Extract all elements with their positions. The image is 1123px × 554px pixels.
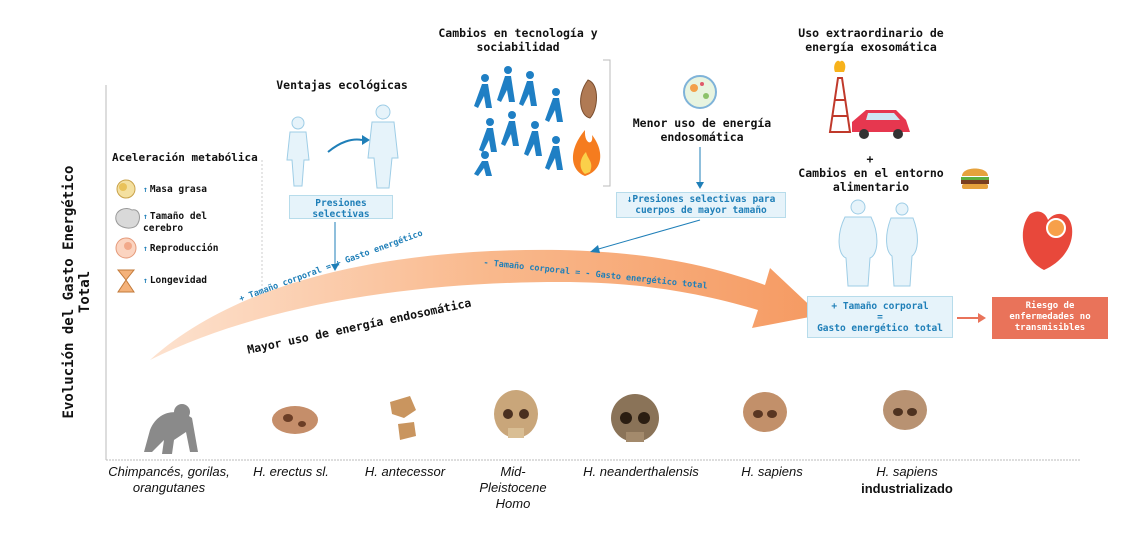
- obese-male-icon: [838, 199, 878, 287]
- small-body-icon: [286, 116, 310, 187]
- taxon-label-sapiens: H. sapiens: [741, 464, 803, 479]
- oil-rig-icon: [828, 60, 852, 133]
- cell-icon: [683, 75, 717, 109]
- taxon-label-mid-pleistocene: Mid-Pleistocene Homo: [479, 464, 547, 511]
- up-arrow-icon: ↑: [143, 212, 148, 221]
- skull-sapiens-industrial: [883, 390, 927, 430]
- risk-arrowhead: [978, 313, 986, 323]
- exosomatic-title: Uso extraordinario de energía exosomátic…: [798, 26, 944, 54]
- eco-down-arrowhead: [331, 264, 339, 271]
- metabolic-item-label: Tamaño del cerebro: [143, 211, 208, 234]
- fire-icon: [572, 130, 601, 176]
- brain-icon: [115, 207, 140, 229]
- heart-icon: [1022, 211, 1073, 270]
- embryo-icon: [115, 237, 137, 259]
- fire-core: [580, 152, 592, 174]
- taxon-label-sapiens-industrial: H. sapiens: [876, 464, 938, 479]
- metabolic-item-label: Longevidad: [149, 275, 208, 286]
- burger-icon: [961, 168, 989, 189]
- chimpanzee-icon: [144, 404, 198, 454]
- endo-down-arrowhead: [696, 182, 704, 189]
- metabolic-item-fat: ↑Masa grasa: [143, 184, 207, 196]
- metabolic-item-longevity: ↑Longevidad: [143, 275, 207, 287]
- fat-cell-icon: [116, 179, 136, 199]
- metabolic-title: Aceleración metabólica: [112, 151, 258, 164]
- risk-box: Riesgo de enfermedades no transmisibles: [992, 297, 1108, 339]
- result-box: + Tamaño corporal = Gasto energético tot…: [807, 296, 953, 338]
- tech-bracket: [603, 59, 611, 187]
- taxon-label-erectus: H. erectus sl.: [253, 464, 329, 479]
- car-icon: [852, 110, 910, 139]
- taxon-label-antecessor: H. antecessor: [364, 464, 446, 479]
- obese-female-icon: [886, 202, 918, 287]
- result-line-2: =: [877, 312, 883, 323]
- skull-mid-pleistocene: [494, 390, 538, 438]
- skull-erectus: [272, 406, 318, 434]
- metabolic-item-brain: ↑Tamaño del cerebro: [143, 211, 223, 235]
- energy-arrow: [150, 249, 820, 360]
- skull-antecessor: [390, 396, 416, 440]
- hourglass-icon: [116, 269, 136, 293]
- up-arrow-icon: ↑: [143, 244, 148, 253]
- stone-tool-icon: [580, 79, 597, 119]
- technology-title: Cambios en tecnología y sociabilidad: [438, 26, 598, 54]
- walking-people-icon: [474, 66, 563, 176]
- metabolic-item-reproduction: ↑Reproducción: [143, 243, 218, 255]
- pressure-diag-arrowhead: [590, 245, 600, 253]
- skull-neanderthalensis: [611, 394, 659, 442]
- ecological-title: Ventajas ecológicas: [276, 78, 408, 92]
- eco-body-arrowhead: [362, 135, 370, 145]
- pressure-diag-arrow: [594, 219, 701, 251]
- eco-body-arrow: [327, 138, 363, 153]
- metabolic-item-label: Masa grasa: [149, 184, 208, 195]
- up-arrow-icon: ↑: [143, 276, 148, 285]
- pressure-large-body-box: ↓Presiones selectivas para cuerpos de ma…: [616, 192, 786, 218]
- result-line-1: + Tamaño corporal: [831, 301, 929, 312]
- y-axis-title: Evolución del Gasto Energético Total: [61, 165, 93, 419]
- plus-sign: +: [866, 152, 874, 166]
- taxon-sublabel-industrial: industrializado: [861, 481, 953, 496]
- large-body-icon: [367, 104, 399, 189]
- selective-pressure-box: Presiones selectivas: [289, 195, 393, 220]
- taxon-label-neanderthalensis: H. neanderthalensis: [583, 464, 699, 479]
- skull-sapiens: [743, 392, 787, 432]
- taxon-label-apes: Chimpancés, gorilas, orangutanes: [108, 464, 230, 495]
- endosomatic-title: Menor uso de energía endosomática: [632, 116, 772, 144]
- food-environment-title: Cambios en el entorno alimentario: [798, 166, 944, 194]
- result-line-3: Gasto energético total: [817, 323, 943, 334]
- up-arrow-icon: ↑: [143, 185, 148, 194]
- metabolic-item-label: Reproducción: [149, 243, 219, 254]
